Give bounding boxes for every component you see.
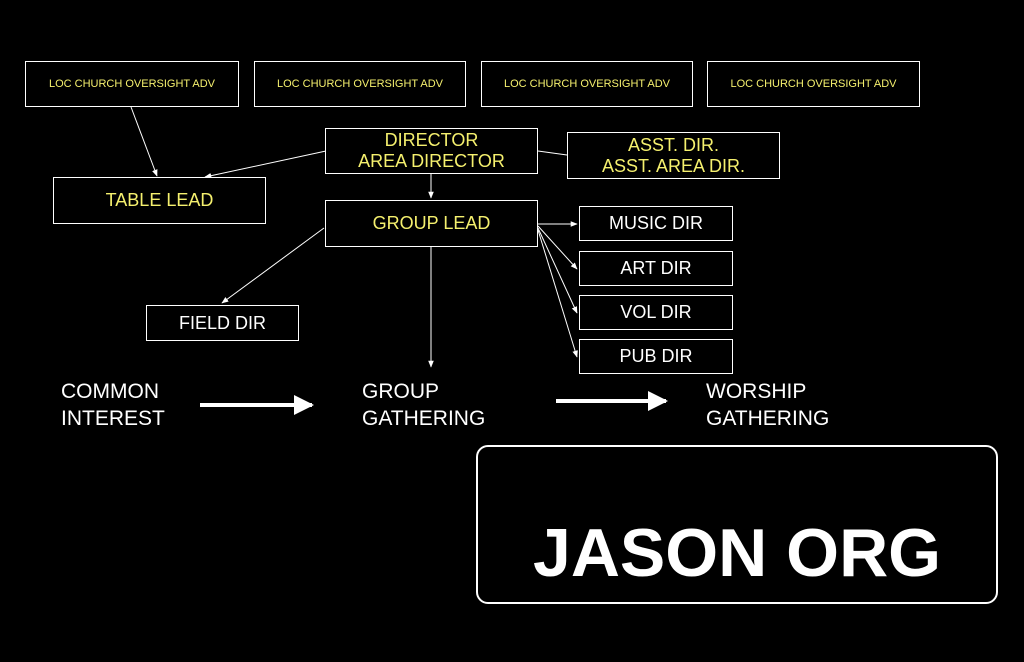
connector-to-vol-dir [537, 227, 578, 314]
vol-dir-label: VOL DIR [620, 302, 692, 323]
flow-common-line-2: INTEREST [61, 407, 165, 430]
group-lead-label: GROUP LEAD [372, 213, 491, 234]
pub-dir-box: PUB DIR [579, 339, 733, 374]
advisor-label-1: LOC CHURCH OVERSIGHT ADV [48, 77, 216, 90]
advisor-label-2: LOC CHURCH OVERSIGHT ADV [276, 77, 444, 90]
flow-group-gathering: GROUP GATHERING [362, 378, 485, 432]
art-dir-box: ART DIR [579, 251, 733, 286]
advisor-box-2: LOC CHURCH OVERSIGHT ADV [254, 61, 466, 107]
connector-group-lead-to-field-dir [221, 227, 325, 304]
connector-advisor-to-table-lead [130, 106, 158, 177]
director-line-1: DIRECTOR [384, 130, 479, 151]
director-line-2: AREA DIRECTOR [358, 151, 505, 171]
flow-worship-gathering: WORSHIP GATHERING [706, 378, 829, 432]
connector-to-pub-dir [537, 229, 578, 358]
flow-group-line-2: GATHERING [362, 407, 486, 430]
diagram-title: JASON ORG [533, 515, 942, 591]
title-panel: JASON ORG [476, 445, 998, 604]
field-dir-label: FIELD DIR [178, 312, 266, 333]
advisor-box-3: LOC CHURCH OVERSIGHT ADV [481, 61, 693, 107]
connector-director-to-table-lead [204, 150, 327, 179]
advisor-box-4: LOC CHURCH OVERSIGHT ADV [707, 61, 920, 107]
flow-worship-line-2: GATHERING [706, 407, 830, 430]
flow-common-interest: COMMON INTEREST [61, 378, 165, 432]
art-dir-label: ART DIR [620, 258, 692, 279]
table-lead-box: TABLE LEAD [53, 177, 266, 224]
field-dir-box: FIELD DIR [146, 305, 299, 341]
table-lead-label: TABLE LEAD [105, 190, 214, 211]
pub-dir-label: PUB DIR [619, 346, 693, 367]
advisor-box-1: LOC CHURCH OVERSIGHT ADV [25, 61, 239, 107]
music-dir-label: MUSIC DIR [609, 213, 703, 234]
advisor-label-3: LOC CHURCH OVERSIGHT ADV [503, 77, 671, 90]
flow-worship-line-1: WORSHIP [706, 380, 807, 403]
flow-group-line-1: GROUP [362, 380, 440, 403]
connector-to-art-dir [537, 225, 578, 270]
group-lead-box: GROUP LEAD [325, 200, 538, 247]
vol-dir-box: VOL DIR [579, 295, 733, 330]
music-dir-box: MUSIC DIR [579, 206, 733, 241]
flow-common-line-1: COMMON [61, 380, 159, 403]
assistant-line-2: ASST. AREA DIR. [601, 155, 746, 176]
advisor-label-4: LOC CHURCH OVERSIGHT ADV [730, 77, 897, 90]
assistant-box: ASST. DIR. ASST. AREA DIR. [567, 132, 780, 179]
assistant-line-1: ASST. DIR. [627, 134, 720, 155]
connector-director-to-assistant [537, 150, 568, 156]
director-box: DIRECTOR AREA DIRECTOR [325, 128, 538, 174]
